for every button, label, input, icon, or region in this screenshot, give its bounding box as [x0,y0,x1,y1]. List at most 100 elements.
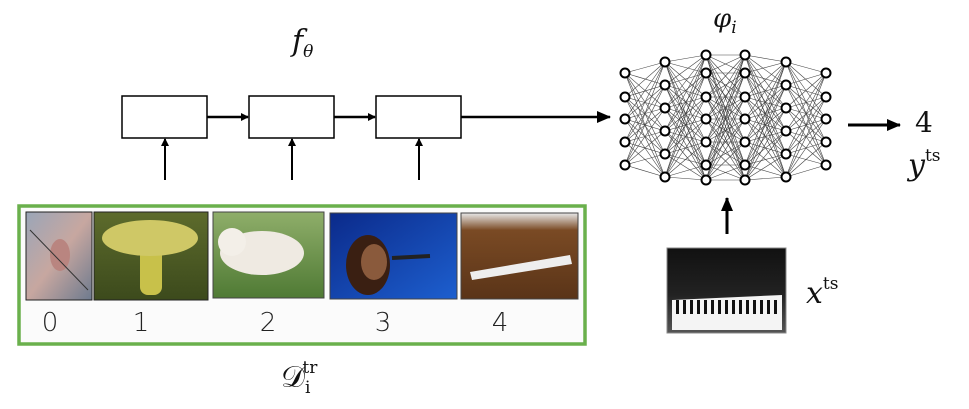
piano-black-key [725,300,728,314]
network-node [739,159,751,171]
network-node [820,159,832,171]
piano-black-key [732,300,735,314]
network-edge [664,54,707,63]
network-edge [744,54,787,155]
model-label: φi [713,4,737,38]
network-node [700,174,712,186]
network-node [780,125,792,137]
network-edge [664,84,707,181]
network-edge [785,72,827,155]
network-edge [744,72,787,86]
network-edge [785,141,827,178]
piano-black-key [718,300,721,314]
network-edge [705,72,746,181]
piano-black-key [774,300,777,314]
network-edge [744,153,787,181]
network-edge [785,72,827,86]
network-edge [744,61,787,181]
rnn-cell-2 [248,95,335,139]
network-node [820,136,832,148]
network-edge [744,54,787,63]
network-edge [664,54,707,155]
network-edge [744,84,787,166]
train-label-3: 3 [374,308,392,338]
network-edge [744,54,787,109]
network-edge [664,54,707,132]
network-edge [744,54,787,132]
network-edge [785,61,827,74]
network-node [820,113,832,125]
network-edge [664,54,707,109]
piano-black-key [739,300,742,314]
network-edge [664,118,707,178]
network-node [780,171,792,183]
piano-black-key [711,300,714,314]
network-edge [744,176,787,181]
network-edge [664,107,707,181]
piano-black-key [683,300,686,314]
network-edge [664,164,707,178]
piano-black-key [760,300,763,314]
network-edge [705,164,746,181]
network-edge [664,72,707,132]
network-edge [744,61,787,120]
network-node [619,113,631,125]
network-node [820,67,832,79]
network-edge [705,141,746,181]
network-edge [705,141,746,166]
network-edge [744,61,787,74]
network-edge [705,72,746,98]
network-node [700,159,712,171]
network-edge [624,61,666,98]
network-edge [664,96,707,178]
network-edge [785,164,827,178]
network-edge [624,107,666,166]
network-edge [624,164,666,178]
network-edge [705,54,746,181]
train-image-bird [25,211,93,301]
network-node [780,56,792,68]
train-label-0: 0 [41,308,59,338]
network-edge [705,54,746,74]
network-node [739,136,751,148]
network-edge [705,54,746,98]
network-edge [624,61,666,74]
piano-black-key [704,300,707,314]
network-node [700,91,712,103]
network-edge [705,118,746,181]
network-node [700,113,712,125]
network-edge [624,153,666,166]
network-edge [785,72,827,132]
train-image-singer [329,212,458,300]
prediction-value: 4 [915,106,933,139]
network-edge [705,72,746,166]
network-node [780,102,792,114]
network-edge [785,72,827,109]
test-input-label: xts [806,274,839,311]
network-edge [744,153,787,166]
network-edge [664,72,707,109]
piano-black-key [753,300,756,314]
neural-network [619,49,832,186]
network-edge [705,72,746,143]
train-label-4: 4 [491,308,509,338]
network-edge [664,54,707,86]
train-image-dog [212,211,325,299]
network-edge [705,72,746,120]
network-edge [744,107,787,166]
network-edge [744,61,787,98]
network-edge [624,61,666,166]
network-node [739,49,751,61]
rnn-cell-1 [121,95,208,139]
network-node [619,159,631,171]
train-set-label: 𝒟itr [281,358,318,398]
network-edge [744,54,787,178]
network-node [739,91,751,103]
network-edge [624,61,666,120]
piano-black-key [697,300,700,314]
network-edge [705,54,746,120]
network-edge [744,130,787,166]
network-node [659,56,671,68]
